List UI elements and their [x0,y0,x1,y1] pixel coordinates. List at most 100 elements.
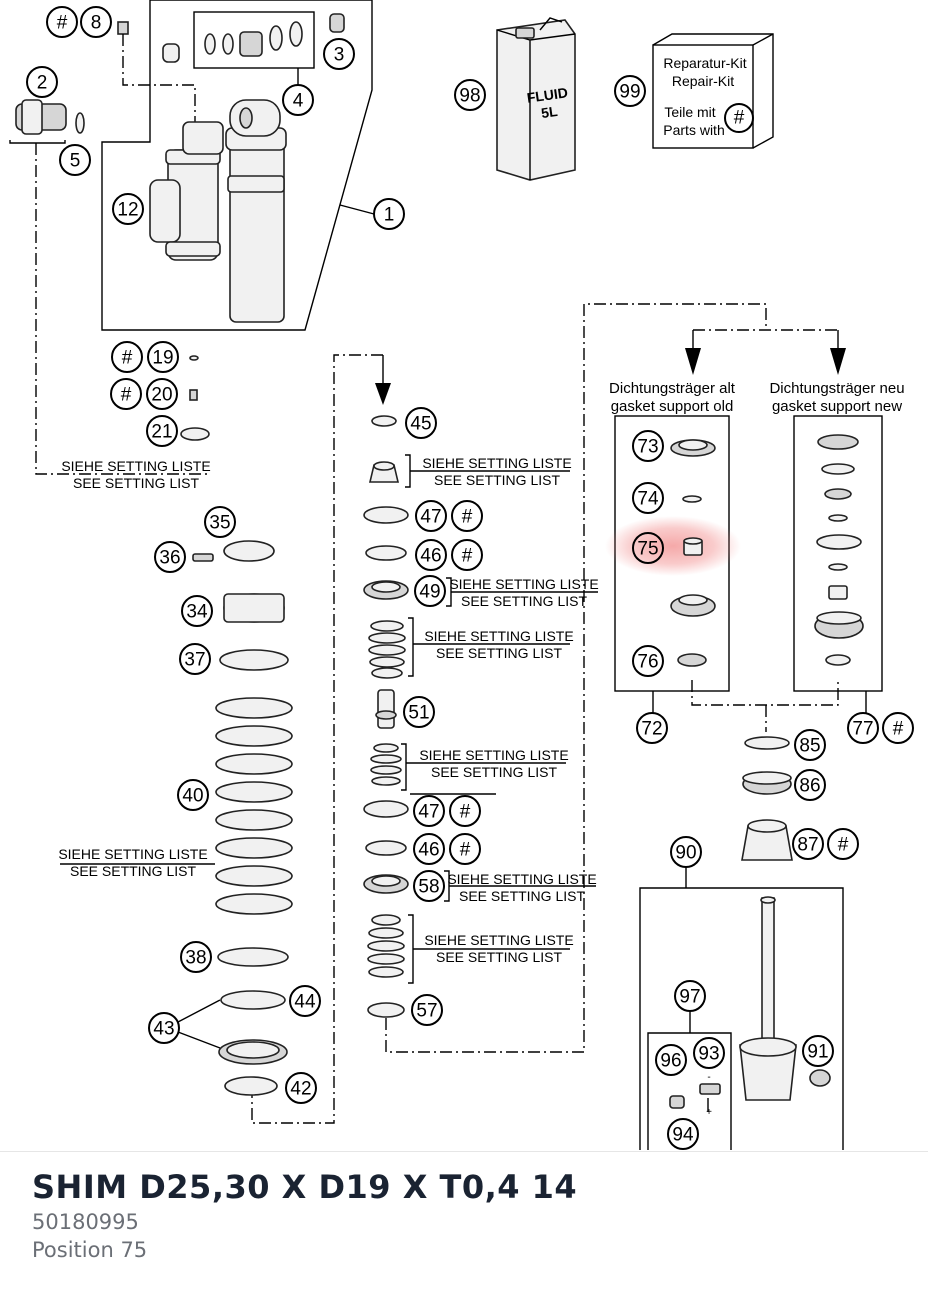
position-label-n40[interactable]: 40 [182,786,203,807]
highlight-position-75 [605,516,741,576]
label-circle-n57 [411,994,443,1026]
position-label-n42[interactable]: 42 [290,1079,311,1100]
label-circle-n77 [847,712,879,744]
setting-note-e-en: SEE SETTING LIST [431,764,557,780]
label-circle-n37 [179,643,211,675]
position-label-n38[interactable]: 38 [185,948,206,969]
position-label-n91[interactable]: 91 [807,1042,828,1063]
fluid-can [496,19,576,181]
gasket-old-de: Dichtungsträger alt [609,380,736,397]
position-label-n8[interactable]: 8 [91,13,102,34]
label-circle-n5 [59,144,91,176]
position-label-h20[interactable]: # [121,385,132,406]
part-info-panel: SHIM D25,30 X D19 X T0,4 14 50180995 Pos… [32,1166,912,1264]
part-position: Position 75 [32,1238,148,1262]
label-circle-n75 [632,532,664,564]
label-circle-n49 [414,575,446,607]
position-label-n72[interactable]: 72 [641,719,662,740]
position-label-n94[interactable]: 94 [672,1125,694,1146]
label-circle-n42 [285,1072,317,1104]
position-label-n43[interactable]: 43 [153,1019,174,1040]
position-label-n44[interactable]: 44 [294,992,316,1013]
position-label-h19[interactable]: # [122,348,133,369]
position-label-n12[interactable]: 12 [117,200,138,221]
label-circle-h8 [46,6,78,38]
part-title: SHIM D25,30 X D19 X T0,4 14 [32,1168,578,1206]
position-label-n58[interactable]: 58 [418,877,439,898]
label-circle-n21 [146,415,178,447]
label-circle-n76 [632,645,664,677]
position-label-n5[interactable]: 5 [70,151,81,172]
label-circle-n40 [177,779,209,811]
position-label-n47b[interactable]: 47 [418,802,439,823]
position-label-n86[interactable]: 86 [799,776,820,797]
label-circle-n98 [454,79,486,111]
position-label-n36[interactable]: 36 [159,548,180,569]
svg-text:-: - [707,1072,710,1083]
position-label-n45[interactable]: 45 [410,414,431,435]
label-circle-n51 [403,696,435,728]
position-label-n90[interactable]: 90 [675,843,696,864]
position-label-n93[interactable]: 93 [698,1044,719,1065]
position-label-n49[interactable]: 49 [419,582,440,603]
position-label-n3[interactable]: 3 [334,45,345,66]
label-circle-n93 [693,1037,725,1069]
position-label-n57[interactable]: 57 [416,1001,437,1022]
position-label-n1[interactable]: 1 [384,205,395,226]
part-4-frame [193,11,315,69]
position-label-n99[interactable]: 99 [619,82,640,103]
position-label-n20[interactable]: 20 [151,385,172,406]
position-label-n73[interactable]: 73 [637,437,658,458]
label-circle-n86 [794,769,826,801]
label-circle-n74 [632,482,664,514]
label-circle-n97 [674,980,706,1012]
position-label-n4[interactable]: 4 [293,91,304,112]
position-label-n35[interactable]: 35 [209,513,230,534]
label-circle-n36 [154,541,186,573]
position-label-n21[interactable]: 21 [151,422,172,443]
repair-kit-en: Repair-Kit [672,73,734,89]
position-label-h47a[interactable]: # [462,507,473,528]
position-label-h87[interactable]: # [838,835,849,856]
position-label-n46a[interactable]: 46 [420,546,441,567]
position-label-h77[interactable]: # [893,719,904,740]
position-label-n77[interactable]: 77 [852,719,873,740]
label-circle-h20 [110,378,142,410]
label-circle-n45 [405,407,437,439]
position-label-n19[interactable]: 19 [152,348,173,369]
diagram-canvas: FLUID 5L Reparatur-Kit Repair-Kit Teile … [9,0,914,1150]
position-label-h8[interactable]: # [57,13,68,34]
position-label-n46b[interactable]: 46 [418,840,439,861]
position-label-n34[interactable]: 34 [186,602,208,623]
position-label-h46b[interactable]: # [460,840,471,861]
position-label-n85[interactable]: 85 [799,736,820,757]
position-label-h46a[interactable]: # [462,546,473,567]
position-label-n76[interactable]: 76 [637,652,658,673]
gasket-old-en: gasket support old [611,398,734,415]
setting-note-d-de: SIEHE SETTING LISTE [424,628,573,644]
position-label-n87[interactable]: 87 [797,835,818,856]
position-label-n75[interactable]: 75 [637,539,658,560]
position-label-h47b[interactable]: # [460,802,471,823]
position-label-n37[interactable]: 37 [184,650,205,671]
setting-note-a-de: SIEHE SETTING LISTE [61,458,210,474]
position-label-n2[interactable]: 2 [37,73,48,94]
position-label-n51[interactable]: 51 [408,703,429,724]
position-label-n96[interactable]: 96 [660,1051,681,1072]
label-circle-n2 [26,66,58,98]
position-label-n98[interactable]: 98 [459,86,480,107]
shock-assembly-frame [101,0,373,331]
gasket-new-de: Dichtungsträger neu [769,380,904,397]
label-circle-h47a [451,500,483,532]
fluid-can-volume: 5L [540,103,559,121]
setting-note-h-en: SEE SETTING LIST [70,863,196,879]
label-circle-n87 [792,828,824,860]
label-circle-n99 [614,75,646,107]
setting-note-c-en: SEE SETTING LIST [461,593,587,609]
position-label-n97[interactable]: 97 [679,987,700,1008]
setting-note-f-en: SEE SETTING LIST [459,888,585,904]
label-circle-n94 [667,1118,699,1150]
position-label-n74[interactable]: 74 [637,489,659,510]
svg-text:+: + [706,1107,712,1118]
position-label-n47a[interactable]: 47 [420,507,441,528]
